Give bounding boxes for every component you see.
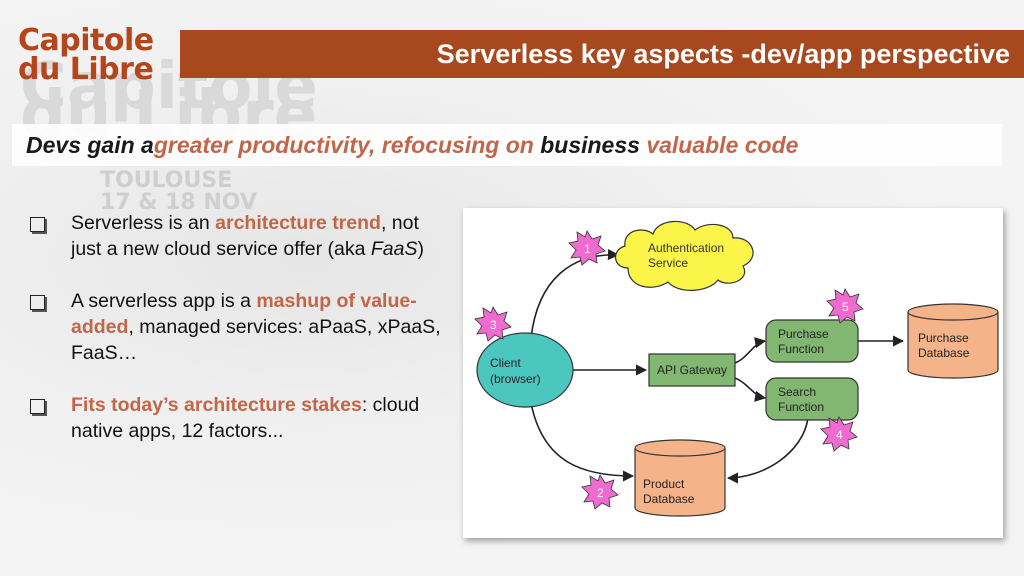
svg-text:2: 2: [597, 486, 604, 500]
badge-2-icon: 2: [581, 474, 619, 510]
bullet-item: Fits today’s architecture stakes: cloud …: [30, 392, 450, 444]
slide-title-bar: Serverless key aspects -dev/app perspect…: [180, 30, 1024, 78]
subtitle-highlight-valuable-code: valuable code: [646, 131, 799, 158]
product-db-label-line2: Database: [643, 492, 695, 506]
authentication-service-cloud: Authentication Service: [615, 220, 754, 291]
badge-3-icon: 3: [474, 306, 512, 342]
edge-search-fn-to-product-db: [726, 417, 809, 484]
search-fn-label-line2: Function: [778, 400, 824, 414]
product-db-label-line1: Product: [643, 477, 685, 491]
background-ghost-dates: 17 & 18 NOV: [100, 190, 257, 215]
checkbox-bullet-icon: [30, 399, 45, 414]
api-gateway-node: API Gateway: [648, 353, 736, 387]
badge-5-icon: 5: [826, 288, 864, 324]
product-database-node: Product Database: [634, 439, 726, 517]
edge-client-to-auth: [530, 248, 620, 339]
logo-line2: du Libre: [18, 52, 154, 87]
serverless-architecture-diagram: Authentication Service Client (browser) …: [463, 208, 1003, 538]
svg-text:1: 1: [584, 242, 591, 256]
client-label-line2: (browser): [490, 372, 541, 386]
edge-gateway-to-search-fn: [734, 377, 767, 402]
checkbox-bullet-icon: [30, 295, 45, 310]
capitole-du-libre-logo: Capitole du Libre: [18, 26, 188, 90]
bullet-text: Fits today’s architecture stakes: cloud …: [71, 394, 420, 442]
bullet-text: Serverless is an architecture trend, not…: [71, 212, 424, 260]
edge-gateway-to-purchase-fn: [734, 337, 767, 364]
purchase-fn-label-line2: Function: [778, 342, 824, 356]
logo-line1: Capitole: [18, 23, 154, 58]
purchase-function-node: Purchase Function: [765, 319, 859, 363]
bullet-item: A serverless app is a mashup of value-ad…: [30, 288, 450, 366]
svg-text:3: 3: [490, 318, 497, 332]
purchase-db-label-line1: Purchase: [918, 331, 969, 345]
search-fn-label-line1: Search: [778, 385, 816, 399]
client-browser-node: Client (browser): [476, 332, 574, 408]
slide-subtitle: Devs gain a greater productivity, refocu…: [12, 124, 1002, 166]
subtitle-part3: business: [533, 131, 647, 158]
edge-client-to-product-db: [530, 402, 635, 482]
bullet-item: Serverless is an architecture trend, not…: [30, 210, 450, 262]
badge-1-icon: 1: [568, 230, 606, 266]
bullet-text: A serverless app is a mashup of value-ad…: [71, 290, 441, 364]
svg-text:4: 4: [836, 428, 843, 442]
auth-label-line2: Service: [648, 256, 688, 270]
subtitle-highlight-productivity: greater productivity, refocusing on: [153, 131, 534, 158]
svg-text:5: 5: [842, 300, 849, 314]
api-gateway-label: API Gateway: [657, 363, 727, 377]
subtitle-part1: Devs gain a: [26, 131, 154, 158]
auth-label-line1: Authentication: [648, 241, 724, 255]
purchase-database-node: Purchase Database: [907, 303, 999, 379]
purchase-db-label-line2: Database: [918, 346, 970, 360]
client-label-line1: Client: [490, 356, 521, 370]
bullet-list: Serverless is an architecture trend, not…: [30, 210, 450, 470]
purchase-fn-label-line1: Purchase: [778, 327, 829, 341]
architecture-diagram-svg: Authentication Service Client (browser) …: [474, 220, 999, 517]
badge-4-icon: 4: [820, 416, 858, 452]
slide-title: Serverless key aspects -dev/app perspect…: [436, 38, 1010, 69]
background-ghost-city: TOULOUSE: [100, 168, 233, 193]
checkbox-bullet-icon: [30, 217, 45, 232]
search-function-node: Search Function: [765, 377, 859, 421]
